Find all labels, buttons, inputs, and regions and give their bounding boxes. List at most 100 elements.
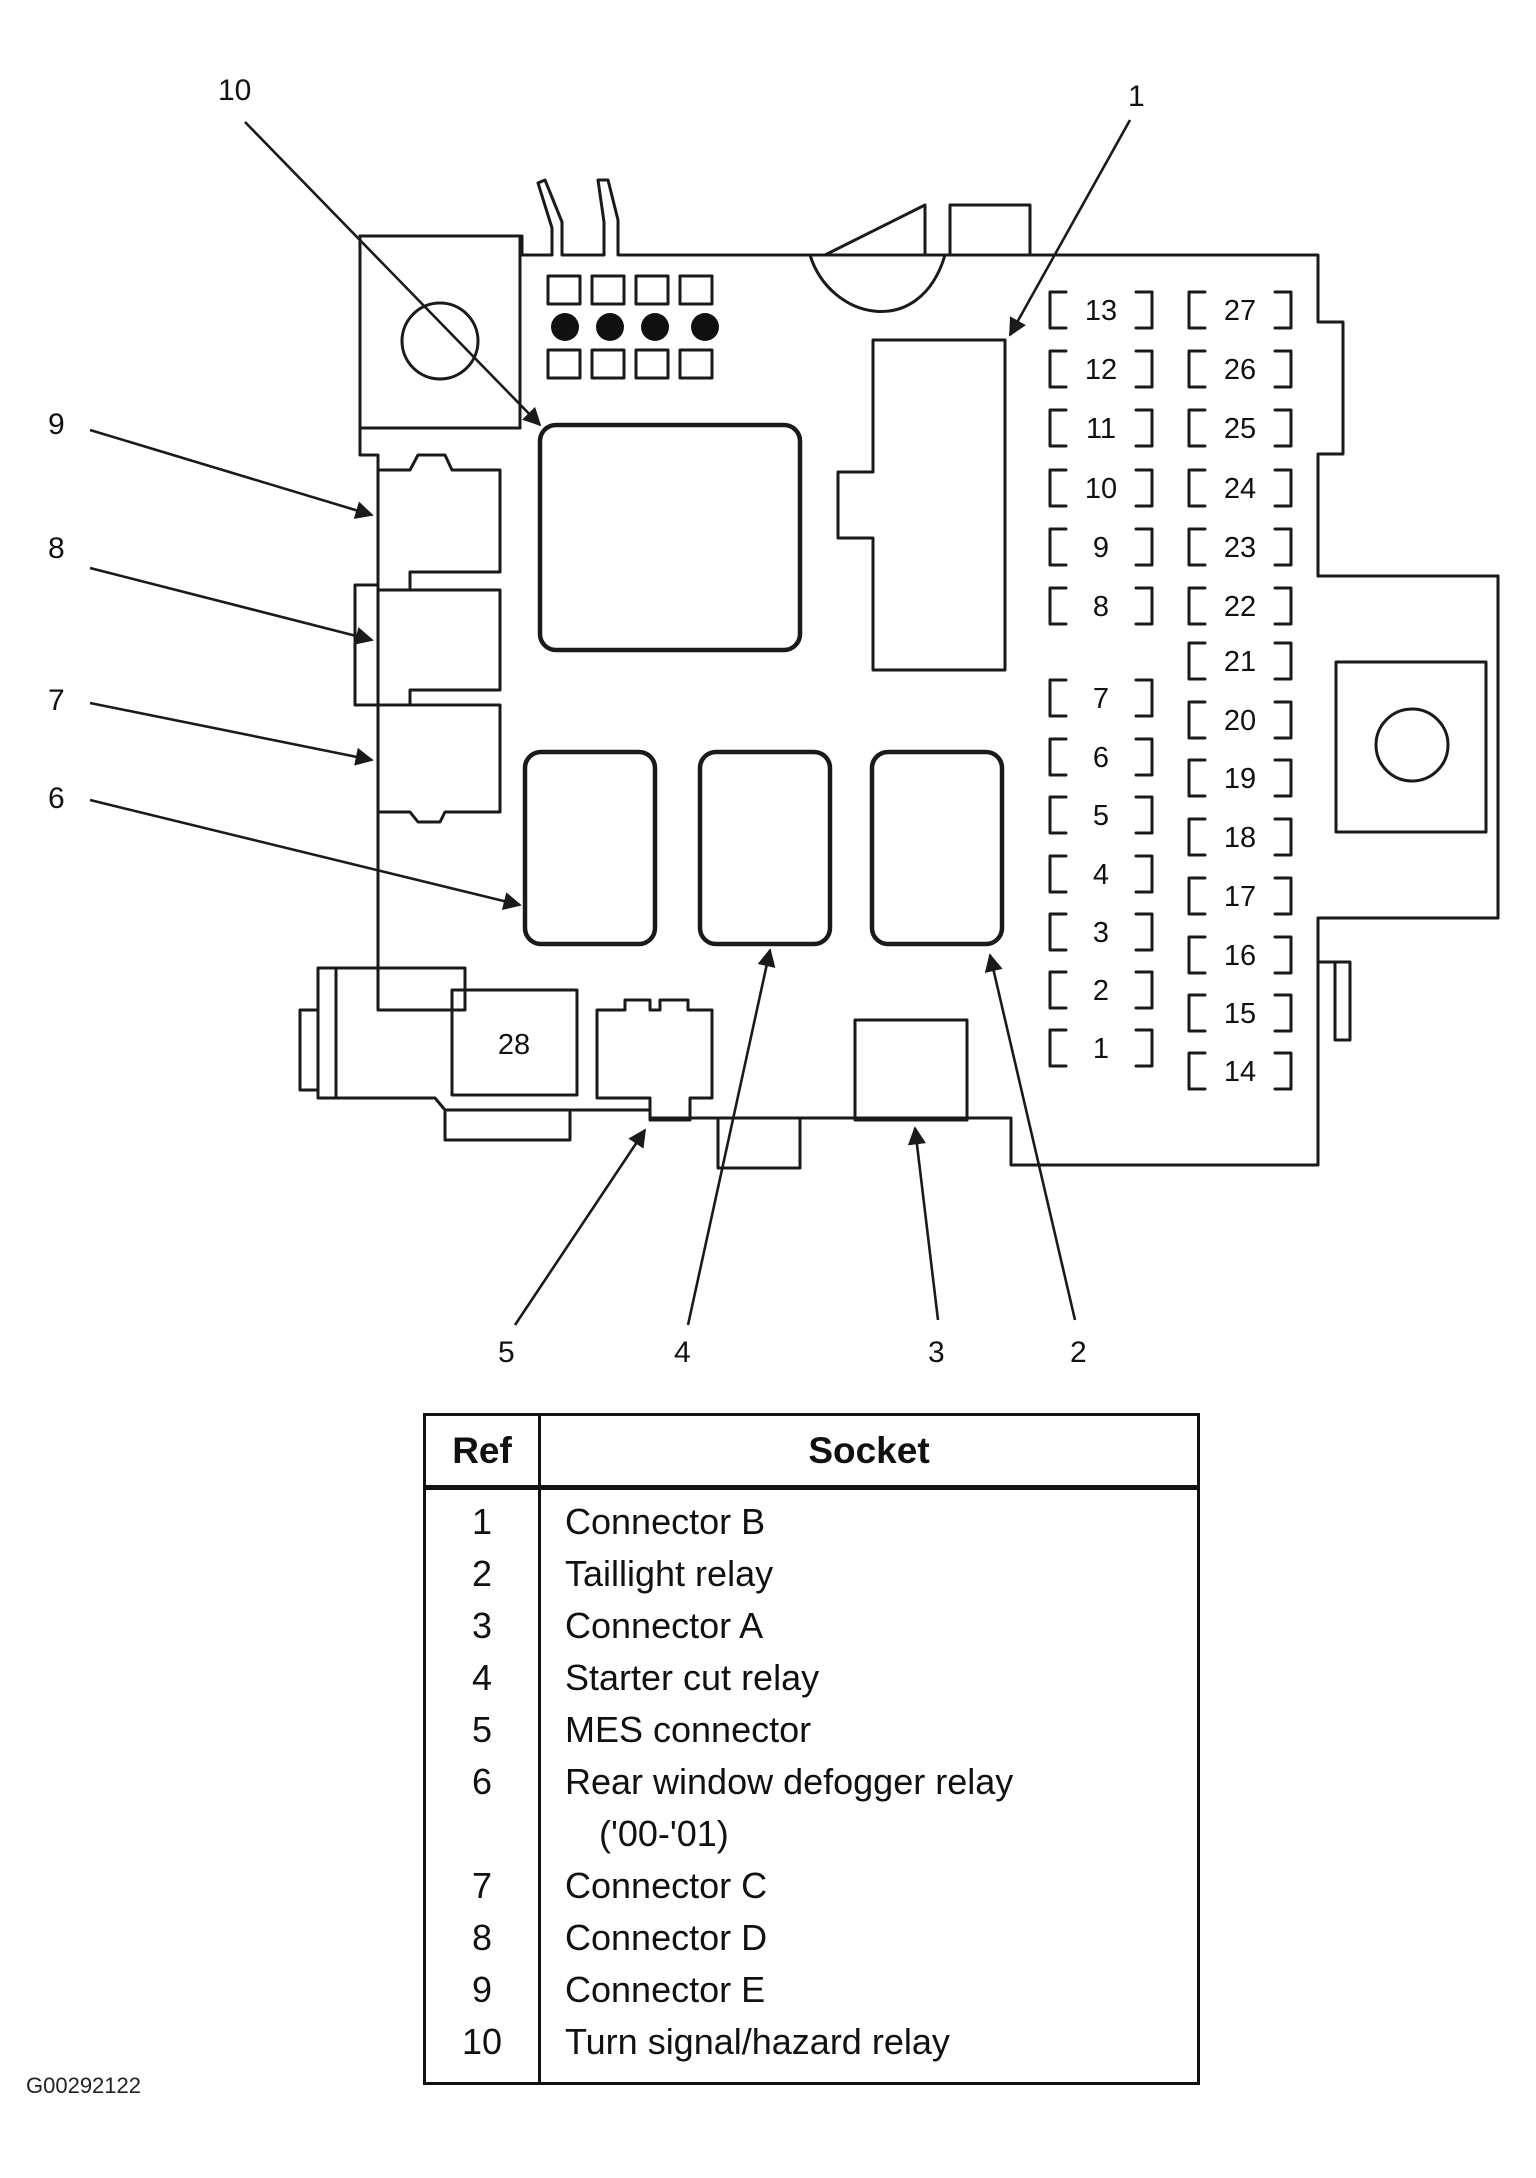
fuse-label-26: 26 [1224, 354, 1256, 386]
fuse-slot-1 [1048, 1028, 1154, 1068]
header-ref: Ref [424, 1414, 541, 1490]
fuse-slot-12 [1048, 349, 1154, 389]
callout-6: 6 [48, 782, 65, 815]
mes-connector [595, 998, 714, 1122]
fuse-28 [450, 988, 579, 1097]
fuse-label-14: 14 [1224, 1056, 1256, 1088]
fuse-label-23: 23 [1224, 532, 1256, 564]
fuse-slot-3 [1048, 912, 1154, 952]
fuse-slot-13 [1048, 290, 1154, 330]
table-row: 9 Connector E [424, 1964, 1199, 2016]
fuse-slot-2 [1048, 970, 1154, 1010]
socket-cell: Taillight relay [565, 1553, 774, 1594]
fuse-label-1: 1 [1093, 1033, 1109, 1065]
fuse-slot-14 [1187, 1051, 1293, 1091]
ref-cell: 6 [424, 1756, 541, 1860]
header-socket: Socket [539, 1414, 1199, 1490]
fuse-slot-20 [1187, 700, 1293, 740]
table-row: 10 Turn signal/hazard relay [424, 2016, 1199, 2084]
fuse-label-2: 2 [1093, 975, 1109, 1007]
fuse-slot-25 [1187, 408, 1293, 448]
callout-arrows [89, 119, 1132, 1326]
fuse-label-5: 5 [1093, 800, 1109, 832]
callout-7: 7 [48, 684, 65, 717]
ref-cell: 9 [424, 1964, 541, 2016]
relay-10-turn-signal [537, 422, 803, 653]
table-header-row: Ref Socket [424, 1414, 1199, 1490]
fuse-slot-23 [1187, 527, 1293, 567]
fuse-label-12: 12 [1085, 354, 1117, 386]
callout-3: 3 [928, 1336, 945, 1369]
relay-6-defogger [522, 749, 658, 947]
table-row: 5 MES connector [424, 1704, 1199, 1756]
fuse-slot-24 [1187, 468, 1293, 508]
ref-cell: 1 [424, 1487, 541, 1548]
socket-cell: MES connector [565, 1709, 812, 1750]
callout-1: 1 [1128, 80, 1145, 113]
callout-10: 10 [218, 74, 251, 107]
callout-9: 9 [48, 408, 65, 441]
callout-2: 2 [1070, 1336, 1087, 1369]
socket-cell: Connector E [565, 1969, 766, 2010]
table-row: 8 Connector D [424, 1912, 1199, 1964]
ref-cell: 7 [424, 1860, 541, 1912]
fuse-slot-9 [1048, 527, 1154, 567]
ref-cell: 2 [424, 1548, 541, 1600]
fuse-28-label: 28 [498, 1029, 530, 1061]
fuse-box-diagram: 28 1312111098765432127262524232221201918… [48, 74, 1500, 1369]
fuse-slot-21 [1187, 641, 1293, 681]
socket-cell: Connector B [565, 1501, 766, 1542]
fuse-slot-22 [1187, 586, 1293, 626]
fuse-label-3: 3 [1093, 917, 1109, 949]
fuse-label-6: 6 [1093, 742, 1109, 774]
fuse-label-20: 20 [1224, 705, 1256, 737]
socket-cell: Rear window defogger relay ('00-'01) [540, 1756, 1199, 1860]
fuse-slot-11 [1048, 408, 1154, 448]
table-row: 1 Connector B [424, 1487, 1199, 1548]
fuse-slot-16 [1187, 935, 1293, 975]
fuse-label-7: 7 [1093, 683, 1109, 715]
relay-4-starter-cut [697, 749, 833, 947]
image-code: G00292122 [26, 2073, 141, 2098]
fuse-slot-5 [1048, 795, 1154, 835]
fuse-slot-19 [1187, 758, 1293, 798]
fuse-slot-27 [1187, 290, 1293, 330]
fuse-label-9: 9 [1093, 532, 1109, 564]
fuse-label-25: 25 [1224, 413, 1256, 445]
fuse-slot-18 [1187, 817, 1293, 857]
table-row: 2 Taillight relay [424, 1548, 1199, 1600]
top-terminal-block [546, 274, 719, 380]
fuse-slot-7 [1048, 678, 1154, 718]
ref-cell: 5 [424, 1704, 541, 1756]
callout-5: 5 [498, 1336, 515, 1369]
fuse-label-17: 17 [1224, 881, 1256, 913]
fuse-label-10: 10 [1085, 473, 1117, 505]
fuse-slot-8 [1048, 586, 1154, 626]
socket-text: Rear window defogger relay [565, 1761, 1014, 1802]
fuse-label-24: 24 [1224, 473, 1256, 505]
fuse-slot-15 [1187, 993, 1293, 1033]
fuse-label-13: 13 [1085, 295, 1117, 327]
socket-cell: Connector C [565, 1865, 768, 1906]
fuse-label-22: 22 [1224, 591, 1256, 623]
connector-a [853, 1018, 969, 1122]
ref-cell: 4 [424, 1652, 541, 1704]
fuse-slot-6 [1048, 737, 1154, 777]
ref-cell: 8 [424, 1912, 541, 1964]
fuse-slot-4 [1048, 854, 1154, 894]
socket-cell: Starter cut relay [565, 1657, 820, 1698]
fuse-slot-10 [1048, 468, 1154, 508]
connector-b [836, 338, 1007, 672]
fuse-label-8: 8 [1093, 591, 1109, 623]
socket-cell: Connector D [565, 1917, 768, 1958]
socket-cell: Turn signal/hazard relay [565, 2021, 950, 2062]
ref-cell: 3 [424, 1600, 541, 1652]
table-row: 3 Connector A [424, 1600, 1199, 1652]
fuse-label-18: 18 [1224, 822, 1256, 854]
connector-e-d-c [353, 453, 502, 824]
fuse-label-4: 4 [1093, 859, 1109, 891]
fuse-label-16: 16 [1224, 940, 1256, 972]
fuse-label-15: 15 [1224, 998, 1256, 1030]
relay-2-taillight [869, 749, 1005, 947]
fuse-slot-17 [1187, 876, 1293, 916]
